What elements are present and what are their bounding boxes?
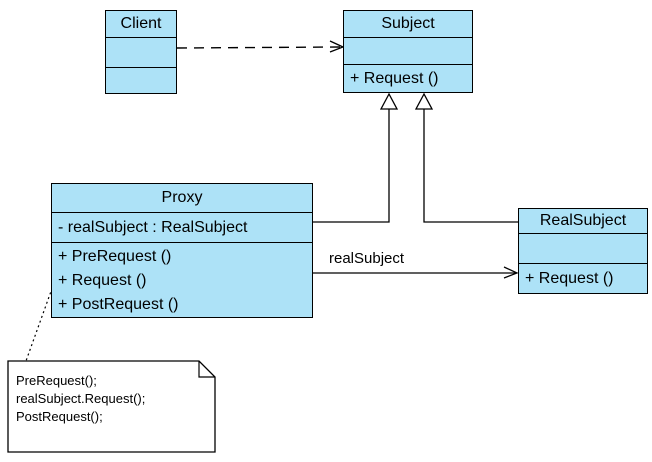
class-name-client: Client: [120, 15, 162, 32]
class-name-proxy: Proxy: [161, 189, 203, 206]
generalization-arrow-proxy-to-subject: [313, 92, 399, 223]
proxy-attribute-realsubject: - realSubject : RealSubject: [52, 212, 312, 242]
class-name-realsubject: RealSubject: [539, 212, 627, 229]
association-arrow-proxy-to-realsubject: [313, 266, 519, 279]
note-line: PostRequest();: [16, 409, 103, 424]
class-name-subject: Subject: [381, 15, 435, 32]
proxy-method-postrequest: + PostRequest (): [58, 296, 179, 313]
proxy-method-prerequest: + PreRequest (): [58, 248, 172, 265]
class-box-realsubject: RealSubject + Request (): [518, 208, 648, 294]
note-shape: [7, 360, 216, 453]
class-box-client: Client: [105, 10, 177, 94]
note-text: PreRequest(); realSubject.Request(); Pos…: [16, 372, 145, 426]
generalization-arrow-realsubject-to-subject: [414, 92, 518, 223]
realsubject-attributes-compartment: [519, 233, 647, 263]
subject-attributes-compartment: [344, 37, 472, 64]
class-box-subject: Subject + Request (): [343, 10, 473, 93]
association-label-realsubject: realSubject: [329, 250, 405, 267]
client-methods-compartment: [106, 67, 176, 93]
dependency-arrow-client-to-subject: [176, 40, 345, 53]
note-anchor-line: [25, 282, 55, 362]
hollow-triangle-icon: [379, 92, 399, 110]
client-attributes-compartment: [106, 37, 176, 67]
proxy-methods-compartment: + PreRequest () + Request () + PostReque…: [52, 242, 312, 317]
note-line: realSubject.Request();: [16, 391, 146, 406]
realsubject-method-request: + Request (): [519, 263, 647, 293]
class-box-proxy: Proxy - realSubject : RealSubject + PreR…: [51, 183, 313, 318]
note-line: PreRequest();: [16, 373, 97, 388]
open-arrowhead-icon: [503, 266, 519, 279]
proxy-method-request: + Request (): [58, 272, 147, 289]
folded-corner-icon: [198, 361, 215, 378]
subject-method-request: + Request (): [344, 64, 472, 92]
hollow-triangle-icon: [414, 92, 434, 110]
